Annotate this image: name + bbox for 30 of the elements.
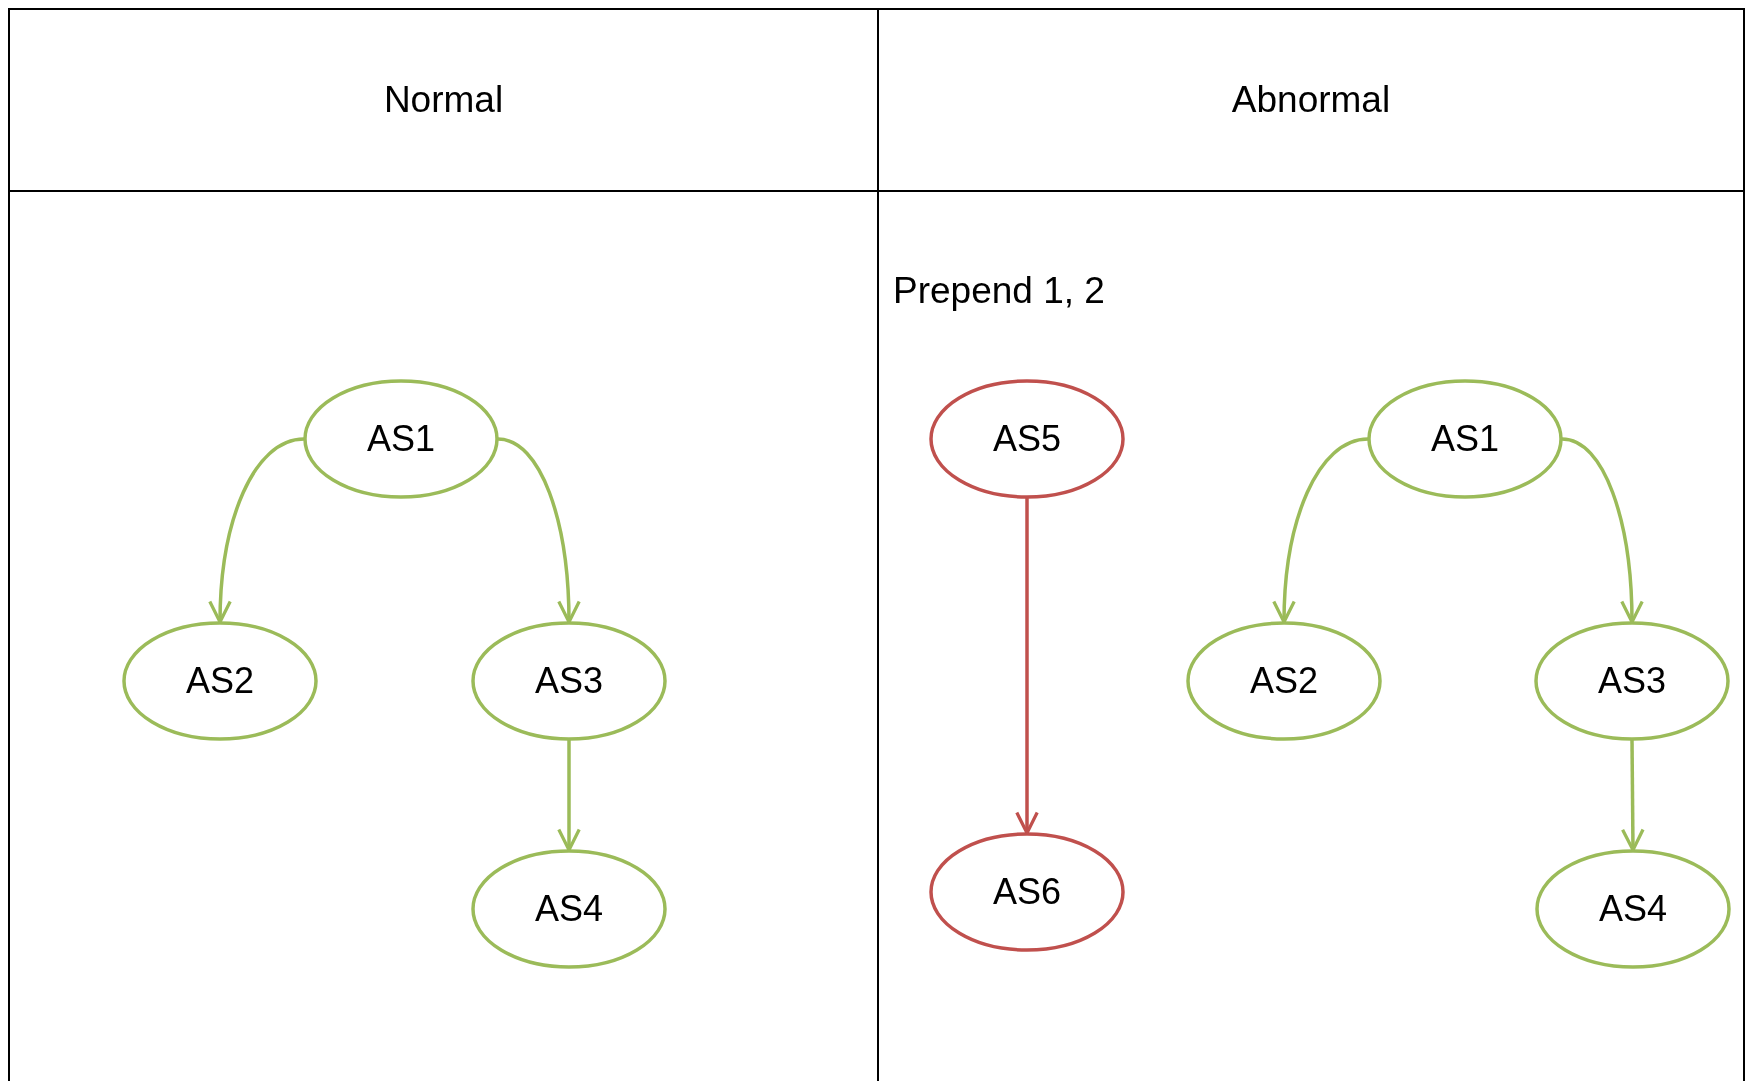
node-label: AS6 bbox=[991, 871, 1062, 913]
arrow bbox=[557, 740, 581, 852]
node-label: AS2 bbox=[184, 660, 255, 702]
annotation-text: Prepend 1, 2 bbox=[893, 270, 1105, 312]
node-ellipse bbox=[471, 849, 667, 969]
column-header: Abnormal bbox=[1230, 78, 1392, 122]
node-label: AS1 bbox=[365, 418, 436, 460]
node-ellipse bbox=[1535, 849, 1731, 969]
node-ellipse bbox=[303, 379, 499, 499]
node-label: AS3 bbox=[533, 660, 604, 702]
arrow bbox=[1620, 740, 1645, 852]
node-ellipse bbox=[1367, 379, 1563, 499]
table-column bbox=[8, 8, 877, 1081]
arrow bbox=[1015, 498, 1039, 835]
node-label: AS3 bbox=[1596, 660, 1667, 702]
arrow bbox=[1272, 437, 1369, 624]
node-ellipse bbox=[929, 379, 1125, 499]
node-label: AS4 bbox=[1597, 888, 1668, 930]
node-ellipse bbox=[1534, 621, 1730, 741]
node-ellipse bbox=[122, 621, 318, 741]
table-column bbox=[877, 8, 1745, 1081]
node-label: AS5 bbox=[991, 418, 1062, 460]
arrow bbox=[208, 437, 305, 624]
node-ellipse bbox=[929, 832, 1125, 952]
node-label: AS4 bbox=[533, 888, 604, 930]
node-ellipse bbox=[471, 621, 667, 741]
column-header: Normal bbox=[382, 78, 505, 122]
node-label: AS1 bbox=[1429, 418, 1500, 460]
node-label: AS2 bbox=[1248, 660, 1319, 702]
node-ellipse bbox=[1186, 621, 1382, 741]
